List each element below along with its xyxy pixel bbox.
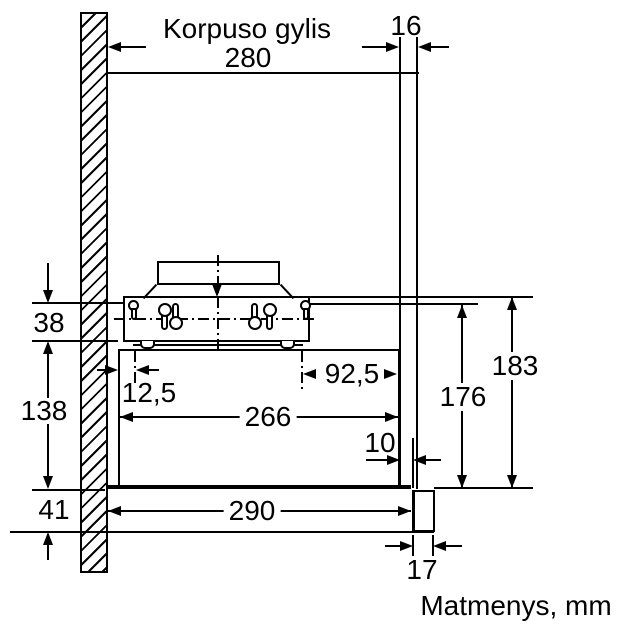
extension-line [32,302,123,304]
dimension-line [426,459,441,461]
dim-value-body-height: 138 [20,395,68,426]
dimension-arrow [303,369,316,379]
dim-value-inner-width: 266 [239,403,297,431]
dimension-arrow [507,475,517,488]
dimension-arrow [43,476,53,489]
dimension-arrow [43,290,53,303]
keyhole-circle [248,316,262,330]
dim-value-overall-height: 183 [486,352,544,380]
dimension-arrow [398,506,411,516]
dimension-line [366,459,387,461]
dimension-line [47,263,49,291]
dimension-arrow [387,455,400,465]
keyhole-left-tab-stem [131,308,137,320]
keyhole-right-tab-stem [303,308,309,320]
dimension-line [121,46,146,48]
cabinet-top-line [107,72,419,74]
dim-value-lower-overlap: 41 [38,494,70,525]
dimension-line [149,369,159,371]
dimension-arrow [413,455,426,465]
side-panel-front-edge [399,37,401,489]
dimension-line [97,369,105,371]
dimension-line [47,354,49,398]
extension-line [32,340,118,342]
dimension-line [385,545,400,547]
plate-foot-right [280,341,295,349]
dim-value-front-gap: 10 [364,427,396,458]
dim-value-body-depth: 280 [224,42,272,73]
keyhole-axis-tick [134,351,136,387]
dimension-line [446,545,462,547]
dim-value-panel-thickness: 16 [390,10,422,41]
dimension-arrow [384,369,397,379]
ref-line-bottom [434,487,533,489]
dimension-arrow [457,475,467,488]
dim-value-overall-depth: 290 [223,497,281,525]
horizontal-centerline [114,318,318,320]
dimension-line [511,297,513,488]
side-panel-back-edge [416,37,418,489]
dimension-line [47,545,49,560]
keyhole-circle [158,303,172,317]
ref-line-plate-top [310,296,533,298]
plate-foot-left [140,341,155,349]
extension-line [32,489,105,491]
keyhole-circle [169,316,183,330]
dimension-arrow [400,541,413,551]
furniture-door-section [412,490,435,532]
hood-bottom-thick-line [106,485,411,489]
extension-tick [412,535,414,556]
dimension-arrow [433,541,446,551]
dimension-line [362,46,387,48]
dimension-arrow [385,412,398,422]
wall-section [80,12,108,573]
dim-label-title: Korpuso gylis [162,13,332,44]
dim-value-bracket-height: 38 [33,307,65,338]
dimension-arrow [418,42,431,52]
ref-line-keyhole-axis [310,303,478,305]
dimension-arrow [105,365,118,375]
dim-value-side-offset: 12,5 [121,377,177,408]
keyhole-circle [263,303,277,317]
centerline-arrow [212,284,222,297]
keyhole-axis-tick [301,351,303,389]
dimension-arrow [108,42,121,52]
vertical-centerline [217,255,219,351]
dim-value-keyhole-to-front: 92,5 [324,358,380,389]
dimension-arrow [43,341,53,354]
dimension-line [431,46,449,48]
units-note: Matmenys, mm [420,590,612,621]
dimension-line [47,424,49,477]
dim-value-inner-height: 176 [434,383,492,411]
door-bottom-line [10,531,434,533]
dimension-arrow [43,532,53,545]
dimension-arrow [136,365,149,375]
dimension-arrow [386,42,399,52]
dim-value-door-thickness: 17 [406,554,438,585]
